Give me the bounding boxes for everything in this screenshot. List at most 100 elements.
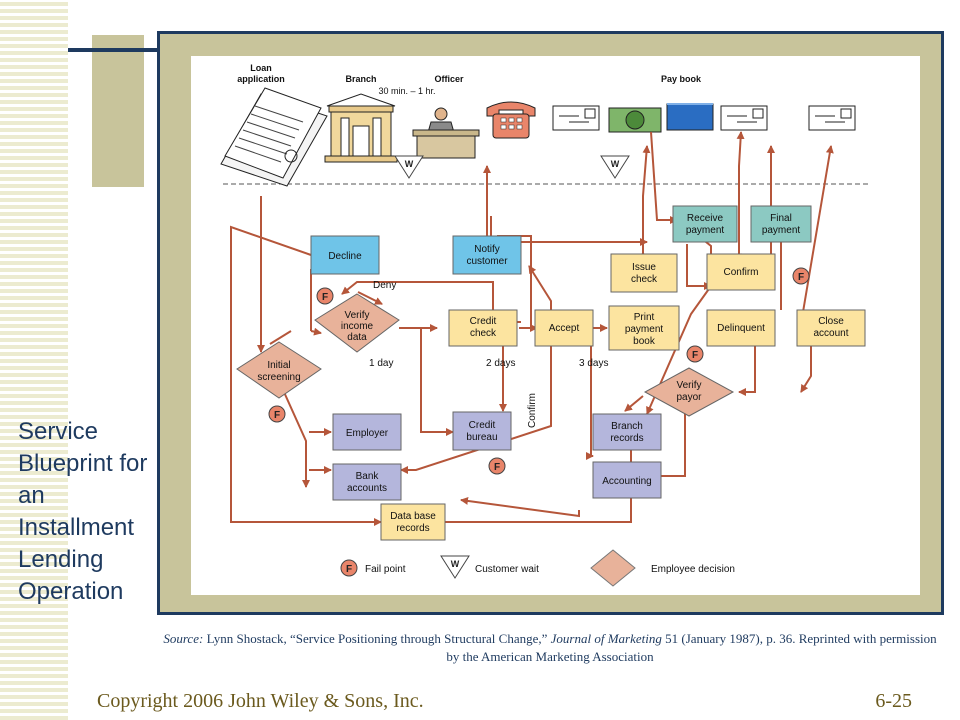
accounting-box <box>592 461 662 499</box>
receive-label-1: Receive <box>687 213 724 224</box>
legend-fail-point: Fail point <box>365 564 406 575</box>
decline-label: Decline <box>328 251 362 262</box>
legend-fail-marker: F <box>346 564 352 575</box>
fail-marker-text: F <box>322 292 328 303</box>
verify-income-label-3: data <box>347 332 367 343</box>
pay-book-icon <box>666 103 714 131</box>
verify-income-diamond <box>314 293 400 353</box>
source-citation: Source: Lynn Shostack, “Service Position… <box>160 630 940 666</box>
customer-wait-icon: W <box>394 155 424 179</box>
final-payment-box <box>750 205 812 243</box>
wait-marker-text: W <box>611 159 620 169</box>
legend-fail-icon <box>340 559 358 577</box>
confirm-label: Confirm <box>723 267 758 278</box>
branch-records-label-1: Branch <box>611 421 643 432</box>
verify-income-label-2: income <box>341 321 374 332</box>
credit-check-label-2: check <box>470 328 497 339</box>
three-days-label: 3 days <box>579 358 608 369</box>
credit-bureau-label-1: Credit <box>469 420 496 431</box>
slide-number: 6-25 <box>875 690 912 712</box>
employer-box <box>332 413 402 451</box>
notify-label-1: Notify <box>474 244 500 255</box>
database-records-box <box>380 503 446 541</box>
branch-records-label-2: records <box>610 433 643 444</box>
header-loan-application-line1: Loan <box>250 63 272 73</box>
employer-label: Employer <box>346 428 389 439</box>
fail-point-icon: F <box>268 405 286 423</box>
print-payment-book-box <box>608 305 680 351</box>
issue-check-box <box>610 253 678 293</box>
envelope-icon <box>720 105 768 131</box>
wait-marker-text: W <box>405 159 414 169</box>
legend-wait-marker: W <box>451 559 460 569</box>
accept-label: Accept <box>549 323 580 334</box>
initial-screening-label-1: Initial <box>267 360 290 371</box>
print-label-3: book <box>633 336 656 347</box>
delinquent-label: Delinquent <box>717 323 765 334</box>
initial-screening-diamond <box>236 341 322 399</box>
copyright-notice: Copyright 2006 John Wiley & Sons, Inc. <box>97 690 424 712</box>
fail-marker-text: F <box>274 410 280 421</box>
legend-wait-icon <box>440 555 470 579</box>
confirm-box <box>706 253 776 291</box>
one-day-label: 1 day <box>369 358 393 369</box>
final-label-2: payment <box>762 225 801 236</box>
fail-marker-text: F <box>494 462 500 473</box>
dollar-bill-icon <box>608 107 662 133</box>
final-label-1: Final <box>770 213 792 224</box>
fail-point-icon: F <box>488 457 506 475</box>
envelope-icon <box>808 105 856 131</box>
accounting-label: Accounting <box>602 476 651 487</box>
receive-payment-box <box>672 205 738 243</box>
issue-label-2: check <box>631 274 658 285</box>
receive-label-2: payment <box>686 225 725 236</box>
loan-application-icon <box>220 87 328 187</box>
source-lead: Source: <box>163 631 204 646</box>
branch-building-icon <box>324 93 398 163</box>
database-label-2: records <box>396 523 429 534</box>
notify-label-2: customer <box>466 256 508 267</box>
initial-screening-label-2: screening <box>257 372 300 383</box>
legend-customer-wait: Customer wait <box>475 564 539 575</box>
source-tail: 51 (January 1987), p. 36. Reprinted with… <box>446 631 937 664</box>
header-time: 30 min. – 1 hr. <box>378 86 435 96</box>
branch-records-box <box>592 413 662 451</box>
verify-payor-label-1: Verify <box>676 380 701 391</box>
header-branch: Branch <box>345 74 376 84</box>
print-label-1: Print <box>634 312 655 323</box>
customer-wait-icon: W <box>600 155 630 179</box>
source-mid: Lynn Shostack, “Service Positioning thro… <box>203 631 551 646</box>
header-officer: Officer <box>434 74 464 84</box>
envelope-icon <box>552 105 600 131</box>
database-label-1: Data base <box>390 511 436 522</box>
legend-employee-decision: Employee decision <box>651 564 735 575</box>
close-account-box <box>796 309 866 347</box>
two-days-label: 2 days <box>486 358 515 369</box>
delinquent-box <box>706 309 776 347</box>
issue-label-1: Issue <box>632 262 656 273</box>
credit-bureau-label-2: bureau <box>466 432 497 443</box>
verify-payor-label-2: payor <box>676 392 702 403</box>
header-labels: Loan application Branch Officer Pay book <box>237 63 702 84</box>
legend: F Fail point W Customer wait Employee de… <box>340 549 735 587</box>
credit-check-box <box>448 309 518 347</box>
telephone-icon <box>486 101 536 139</box>
verify-payor-diamond <box>643 367 735 417</box>
print-label-2: payment <box>625 324 664 335</box>
fail-point-icon: F <box>316 287 334 305</box>
deny-label: Deny <box>373 280 396 291</box>
bank-accounts-label-1: Bank <box>356 471 380 482</box>
slide-title: Service Blueprint for an Installment Len… <box>18 418 148 605</box>
fail-point-icon: F <box>792 267 810 285</box>
credit-bureau-box <box>452 411 512 451</box>
decorative-block <box>92 35 144 187</box>
header-loan-application-line2: application <box>237 74 285 84</box>
bank-accounts-box <box>332 463 402 501</box>
bank-accounts-label-2: accounts <box>347 483 387 494</box>
accept-box <box>534 309 594 347</box>
service-blueprint-diagram: Loan application Branch Officer Pay book… <box>220 63 871 587</box>
decline-box <box>310 235 380 275</box>
notify-customer-box <box>452 235 522 275</box>
verify-income-label-1: Verify <box>344 310 369 321</box>
officer-desk-icon <box>412 107 480 159</box>
